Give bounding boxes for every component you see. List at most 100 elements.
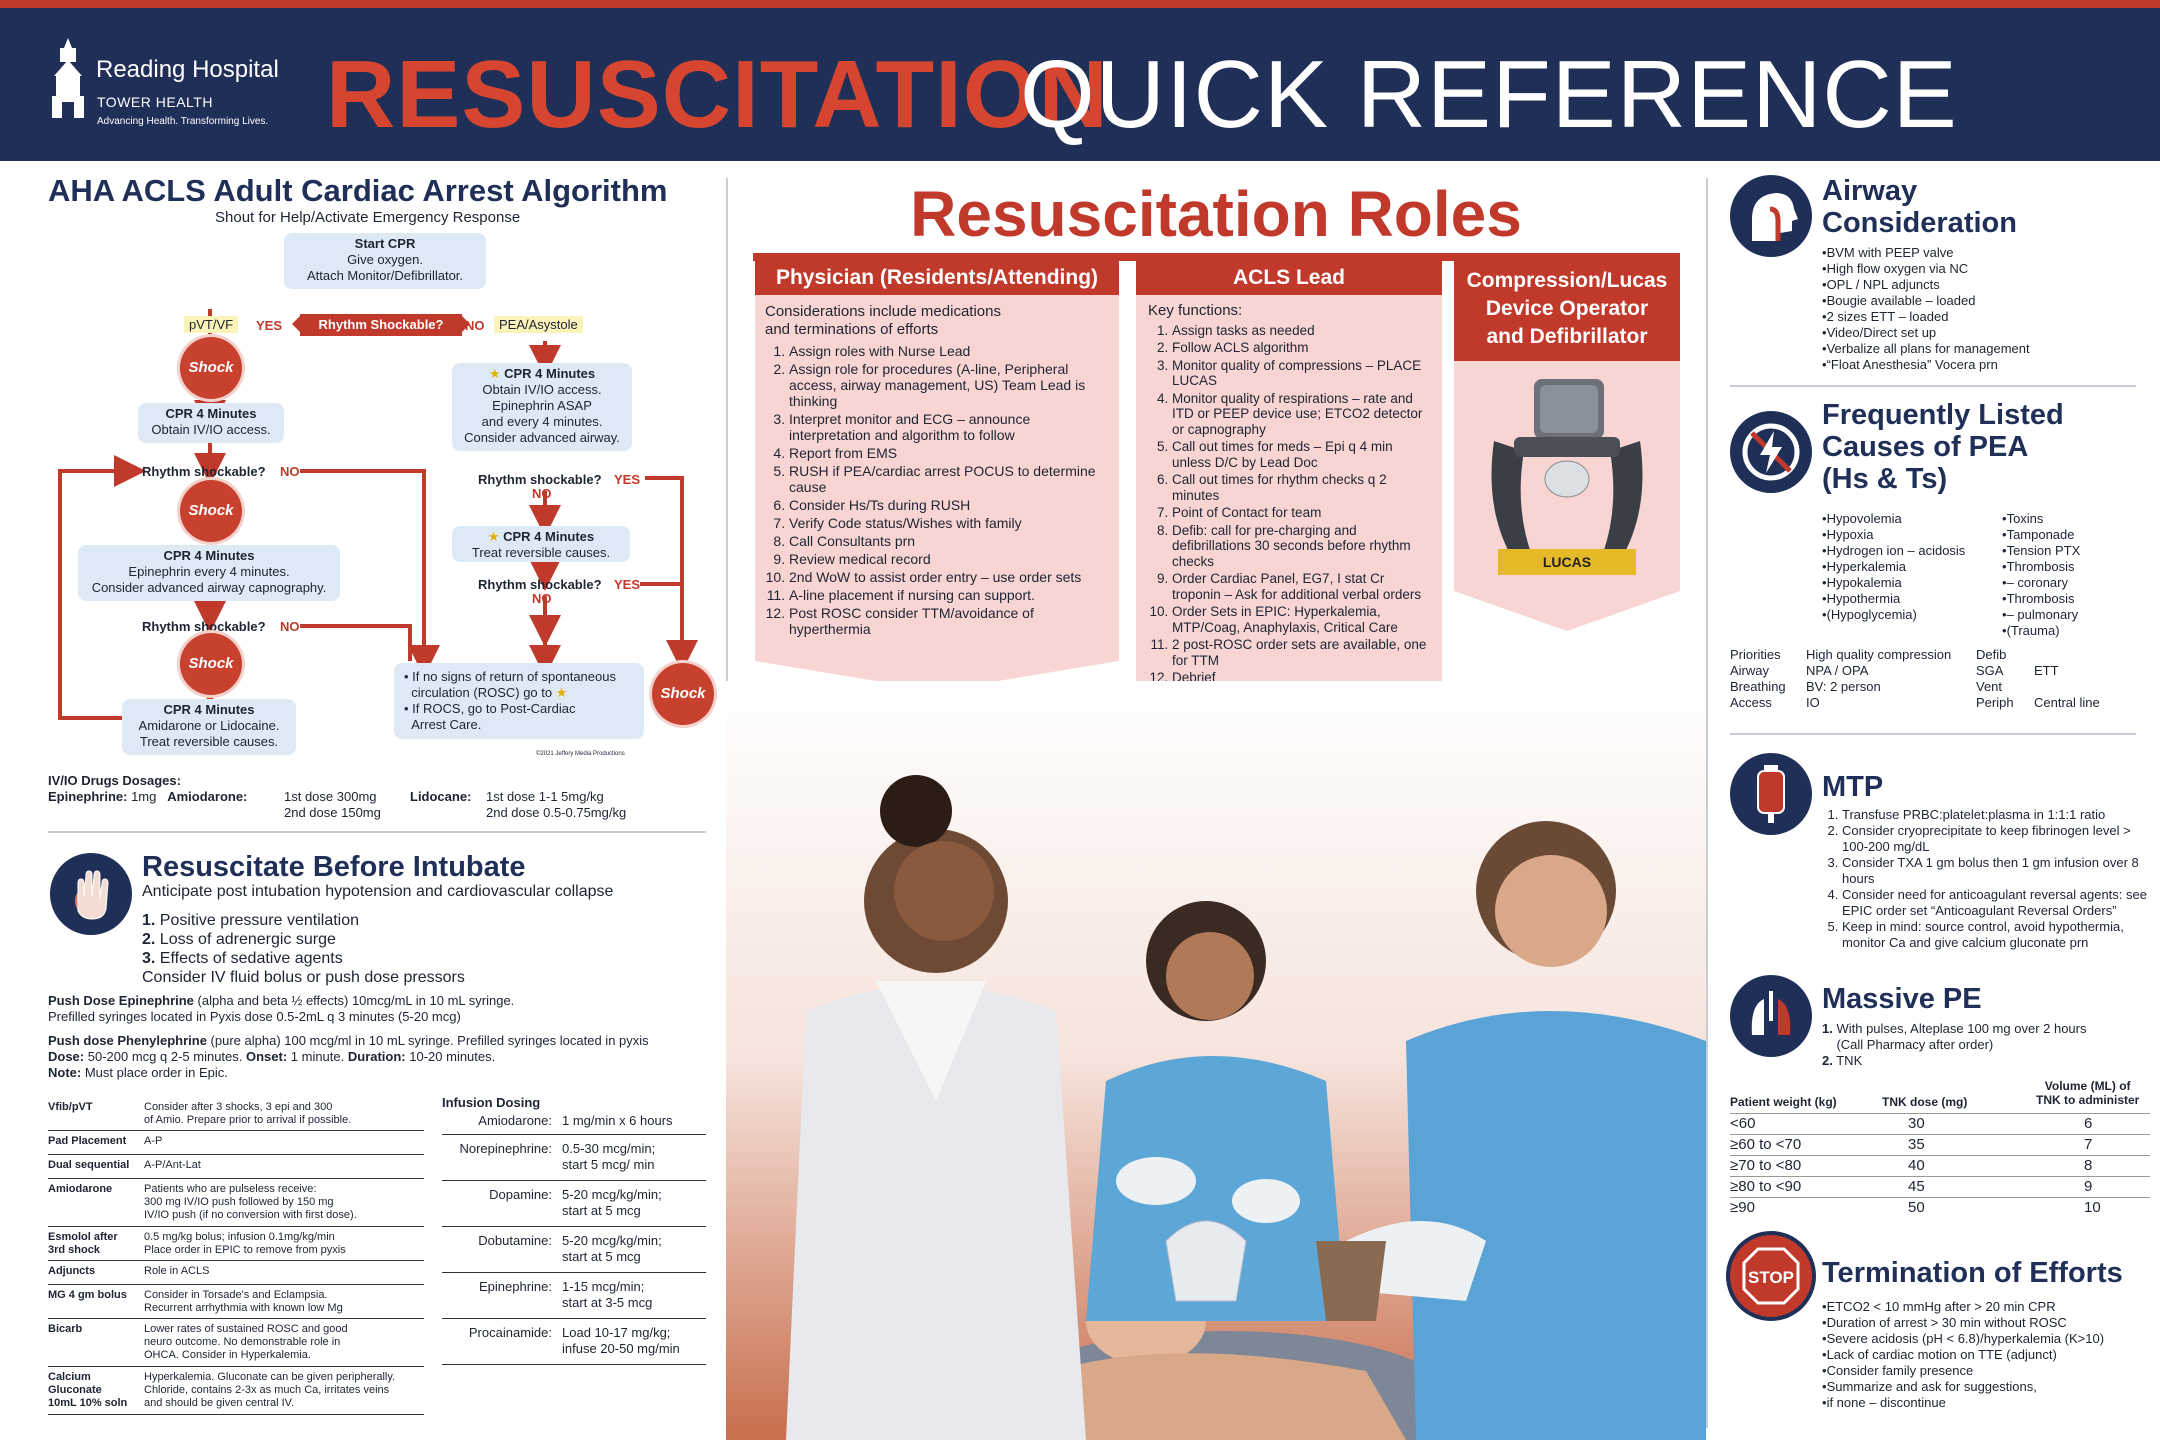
push-epi: Push Dose Epinephrine (alpha and beta ½ … — [48, 993, 718, 1025]
pea-ts-item: Toxins — [2002, 511, 2080, 527]
priority-label: SGA — [1976, 663, 2004, 678]
hand-icon — [50, 853, 132, 935]
airway-list-item: Bougie available – loaded — [1822, 293, 2030, 309]
start-cpr-title: Start CPR — [354, 236, 416, 251]
cpr-box-3: CPR 4 Minutes Amidarone or Lidocaine. Tr… — [122, 699, 296, 755]
termination-list-item: Severe acidosis (pH < 6.8)/hyperkalemia … — [1822, 1331, 2156, 1347]
acls-list-item: Monitor quality of compressions – PLACE … — [1172, 358, 1434, 389]
physician-list-item: Review medical record — [789, 551, 1109, 567]
no-label: NO — [465, 318, 485, 333]
meds-table-value: A-P — [144, 1135, 163, 1147]
cpr-box-2-line2: Consider advanced airway capnography. — [91, 580, 327, 595]
infusion-dose: 1-15 mcg/min; start at 3-5 mcg — [562, 1279, 653, 1310]
priority-label: Breathing — [1730, 679, 1786, 694]
shock-icon: Shock — [180, 633, 242, 695]
infusion-title: Infusion Dosing — [442, 1095, 541, 1110]
cpr-box-3-line2: Treat reversible causes. — [139, 734, 279, 749]
priority-label: Airway — [1730, 663, 1770, 678]
pagoda-icon — [52, 38, 84, 118]
acls-list-item: 2 post-ROSC order sets are available, on… — [1172, 637, 1434, 668]
meds-table-key: Amiodarone — [48, 1183, 113, 1195]
top-accent-line — [0, 0, 2160, 8]
tnk-volume: 7 — [2084, 1136, 2093, 1153]
pvt-vf-tag: pVT/VF — [184, 316, 239, 333]
tnk-volume: 8 — [2084, 1157, 2093, 1174]
infusion-drug: Amiodarone: — [478, 1113, 552, 1128]
pea-cpr-box-2: ★ CPR 4 Minutes Treat reversible causes. — [452, 526, 630, 562]
infusion-dose: 5-20 mcg/kg/min; start at 5 mcg — [562, 1233, 662, 1264]
pea-hs-item: Hypokalemia — [1822, 575, 1965, 591]
tnk-col-dose: TNK dose (mg) — [1882, 1095, 1968, 1109]
epi-label: Epinephrine: — [48, 789, 128, 804]
infusion-dose: 0.5-30 mcg/min; start 5 mcg/ min — [562, 1141, 656, 1172]
cpr-box-2-title: CPR 4 Minutes — [163, 548, 255, 563]
resuscitation-scene-illustration — [726, 681, 1706, 1440]
tnk-col-volume: Volume (ML) of TNK to administer — [2036, 1079, 2140, 1107]
amio-dose-2: 2nd dose 150mg — [284, 805, 381, 820]
pea-cpr-box-1-line1: Obtain IV/IO access. — [482, 382, 602, 397]
push-epi-text: (alpha and beta ½ effects) 10mcg/mL in 1… — [193, 993, 515, 1008]
pea-title-1: Frequently Listed — [1822, 399, 2064, 431]
copyright: ©2021 Jeffery Media Productions — [536, 751, 625, 757]
column-divider-right — [1706, 178, 1708, 1428]
infusion-drug: Dopamine: — [489, 1187, 552, 1202]
right-column: Airway Consideration BVM with PEEP valve… — [1706, 161, 2160, 1440]
acls-list-item: Follow ACLS algorithm — [1172, 340, 1434, 356]
tnk-volume: 10 — [2084, 1199, 2101, 1216]
pea-hs-list: HypovolemiaHypoxiaHydrogen ion – acidosi… — [1822, 511, 1966, 623]
blood-bag-icon — [1730, 753, 1812, 835]
acls-list-item: Order Sets in EPIC: Hyperkalemia, MTP/Co… — [1172, 604, 1434, 635]
compression-header-2: Device Operator — [1485, 297, 1649, 320]
push-phenyl-text: (pure alpha) 100 mcg/ml in 10 mL syringe… — [206, 1033, 649, 1048]
meds-table-key: Vfib/pVT — [48, 1101, 93, 1113]
section-divider — [1730, 733, 2136, 735]
onset-text: 1 minute. — [287, 1049, 348, 1064]
infusion-row: Epinephrine:1-15 mcg/min; start at 3-5 m… — [442, 1279, 706, 1319]
rosc-box: • If no signs of return of spontaneous c… — [394, 663, 644, 739]
compression-header-1: Compression/Lucas — [1466, 269, 1668, 292]
termination-list-item: ETCO2 < 10 mmHg after > 20 min CPR — [1822, 1299, 2156, 1315]
tnk-col-weight: Patient weight (kg) — [1730, 1095, 1837, 1109]
lido-label: Lidocane: — [410, 789, 472, 804]
tnk-weight: ≥70 to <80 — [1730, 1157, 1802, 1174]
pea-hs-item: Hydrogen ion – acidosis — [1822, 543, 1966, 559]
priority-label: Vent — [1976, 679, 2003, 694]
acls-list-item: Monitor quality of respirations – rate a… — [1172, 391, 1434, 438]
note-label: Note: — [48, 1065, 82, 1080]
airway-list-item: Verbalize all plans for management — [1822, 341, 2030, 357]
rbi-item-2: Loss of adrenergic surge — [159, 931, 336, 948]
acls-list: Assign tasks as neededFollow ACLS algori… — [1148, 323, 1434, 686]
rosc-line4: Arrest Care. — [411, 717, 482, 732]
physician-list-item: Call Consultants prn — [789, 533, 1109, 549]
meds-table-value: Hyperkalemia. Gluconate can be given per… — [144, 1371, 396, 1409]
priority-value — [2034, 647, 2100, 663]
physician-list-item: Verify Code status/Wishes with family — [789, 515, 1109, 531]
lido-dose-1: 1st dose 1-1 5mg/kg — [486, 789, 604, 804]
page-header: Reading Hospital TOWER HEALTH Advancing … — [0, 8, 2160, 258]
onset-label: Onset: — [245, 1049, 288, 1064]
meds-table-key: Dual sequential — [48, 1159, 130, 1171]
physician-role-body: Considerations include medications and t… — [765, 303, 1109, 639]
lido-doses: 1st dose 1-1 5mg/kg 2nd dose 0.5-0.75mg/… — [486, 789, 626, 821]
acls-list-item: Defib: call for pre-charging and defibri… — [1172, 523, 1434, 570]
rbi-subtitle: Anticipate post intubation hypotension a… — [142, 883, 614, 900]
compression-header-3: and Defibrillator — [1486, 325, 1648, 348]
airway-head-icon — [1730, 175, 1812, 257]
drugs-title: IV/IO Drugs Dosages: — [48, 773, 181, 788]
infusion-dose: 1 mg/min x 6 hours — [562, 1113, 673, 1128]
pea-cpr-box-1-title: ★ CPR 4 Minutes — [456, 366, 628, 382]
termination-list: ETCO2 < 10 mmHg after > 20 min CPRDurati… — [1822, 1299, 2156, 1411]
cpr-box-3-title: CPR 4 Minutes — [163, 702, 255, 717]
rhythm-shockable-label-1: Rhythm shockable? — [142, 464, 266, 479]
tnk-dose: 30 — [1908, 1115, 1925, 1132]
pe-list: 1. With pulses, Alteplase 100 mg over 2 … — [1822, 1021, 2087, 1068]
iv-io-drugs: IV/IO Drugs Dosages: Epinephrine: 1mg Am… — [48, 773, 247, 805]
duration-text: 10-20 minutes. — [405, 1049, 496, 1064]
acls-role-panel: ACLS Lead Key functions: Assign tasks as… — [1136, 261, 1442, 791]
acls-list-item: Point of Contact for team — [1172, 505, 1434, 521]
infusion-row: Amiodarone: 1 mg/min x 6 hours — [442, 1113, 706, 1135]
